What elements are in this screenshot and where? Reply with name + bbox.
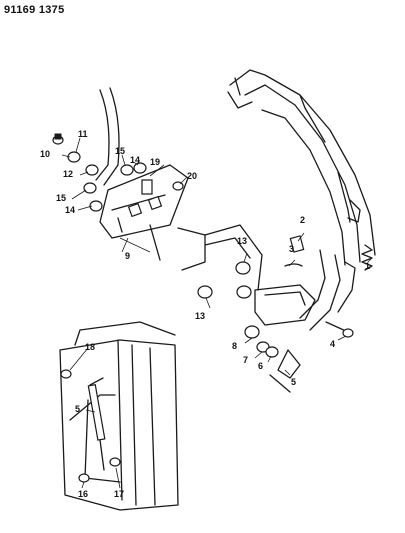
callout-9: 9 — [125, 251, 131, 261]
callout-1: 1 — [365, 261, 371, 271]
callout-12: 12 — [63, 169, 74, 179]
callout-7: 7 — [243, 355, 249, 365]
callout-11: 11 — [78, 129, 88, 139]
callout-15b: 15 — [56, 193, 67, 203]
callout-2: 2 — [300, 215, 306, 225]
callout-19: 19 — [150, 157, 161, 167]
callout-6: 6 — [258, 361, 264, 371]
document-number: 91169 1375 — [4, 4, 65, 16]
lower-inset-assembly — [59, 321, 179, 511]
callout-18: 18 — [85, 342, 96, 352]
callout-13a: 13 — [237, 236, 248, 246]
callout-15a: 15 — [115, 146, 126, 156]
callout-8: 8 — [232, 341, 238, 351]
upper-left-hardware — [52, 133, 184, 212]
callout-4: 4 — [330, 339, 336, 349]
callout-17: 17 — [114, 489, 125, 499]
return-spring — [284, 235, 373, 271]
bolts — [197, 261, 354, 393]
support-frame — [177, 69, 376, 331]
callout-10: 10 — [40, 149, 51, 159]
callout-14a: 14 — [130, 155, 141, 165]
pedal-bracket-plate — [99, 164, 189, 261]
leader-lines — [61, 137, 373, 489]
callout-16: 16 — [78, 489, 89, 499]
upper-rod — [95, 87, 120, 186]
callout-3: 3 — [289, 244, 295, 254]
callout-5b: 5 — [75, 404, 81, 414]
callout-14b: 14 — [65, 205, 76, 215]
callout-5a: 5 — [291, 377, 297, 387]
callout-13b: 13 — [195, 311, 206, 321]
callout-20: 20 — [187, 171, 198, 181]
